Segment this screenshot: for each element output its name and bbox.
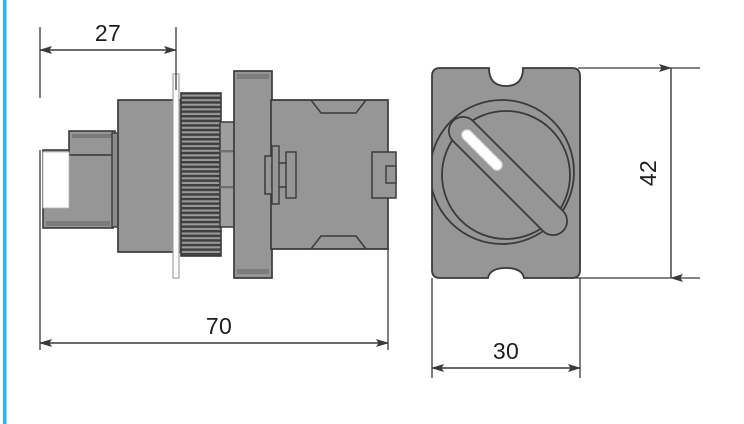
dimension-70-label: 70 bbox=[206, 313, 232, 339]
dimension-30-label: 30 bbox=[493, 338, 519, 364]
dimension-30: 30 bbox=[431, 278, 581, 378]
knob-outer-circle bbox=[432, 99, 575, 245]
latch-tab-left bbox=[264, 145, 297, 205]
terminal-block bbox=[42, 130, 121, 229]
switch-body bbox=[117, 99, 182, 253]
dimension-27-label: 27 bbox=[95, 20, 121, 46]
knob-inner-circle bbox=[441, 110, 571, 240]
panel-reference-line bbox=[172, 73, 180, 279]
left-accent-bar bbox=[3, 0, 7, 424]
lever-indicator-slot bbox=[461, 129, 503, 171]
dimension-27: 27 bbox=[39, 20, 177, 98]
dimension-42-label: 42 bbox=[635, 160, 661, 186]
front-view-group bbox=[431, 67, 581, 279]
connector-tab-right bbox=[371, 151, 397, 199]
contact-block bbox=[264, 99, 397, 250]
dimension-70: 70 bbox=[39, 150, 389, 350]
terminal-window bbox=[42, 151, 70, 209]
side-view-group bbox=[42, 70, 397, 279]
dimension-42: 42 bbox=[560, 64, 700, 282]
